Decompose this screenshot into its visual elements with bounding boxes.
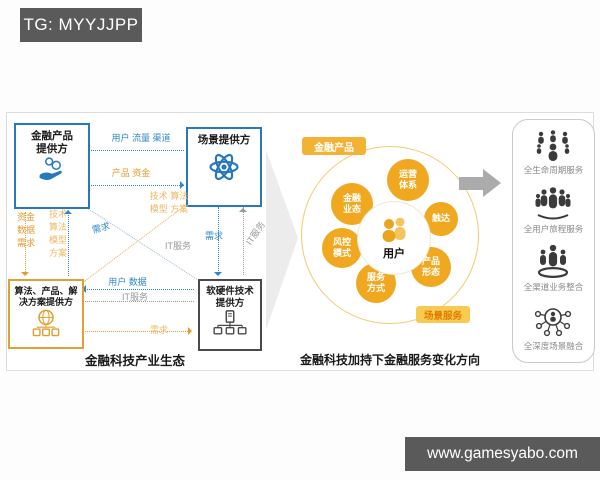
tag-scene-service: 场景服务: [416, 306, 470, 323]
hub-center-label: 用户: [383, 247, 405, 260]
lifecycle-people-icon: [537, 130, 570, 162]
globe-network-icon: [32, 309, 60, 336]
arrowhead-up: [239, 204, 247, 212]
connector-line: [243, 207, 244, 275]
flow-label-demand: 需求: [205, 231, 224, 241]
right-panel-caption: 金融科技加持下金融服务变化方向: [299, 353, 480, 367]
connector-line: [68, 212, 69, 276]
arrowhead-down: [21, 272, 29, 280]
footer-site-bar: www.gamesyabo.com: [405, 437, 600, 471]
diagram-card: [6, 112, 594, 371]
circle-operation-system: 运营 体系: [387, 159, 429, 201]
atom-icon: [209, 154, 239, 181]
channel-integration-people-icon: [538, 245, 569, 279]
connector-line: [82, 301, 194, 302]
transition-arrow-icon: [459, 177, 483, 190]
box-title: 算法、产品、解 决方案提供方: [14, 286, 78, 308]
tag-financial-product: 金融产品: [302, 137, 366, 155]
box-hardware-software-provider: 软硬件技术 提供方: [198, 279, 262, 351]
connector-line: [82, 331, 190, 332]
flow-label-it-service: IT服务: [165, 241, 191, 251]
box-financial-product-provider: 金融产品 提供方: [14, 123, 90, 209]
circle-reach: 触达: [424, 202, 458, 236]
users-icon: [382, 217, 406, 242]
box-title: 软硬件技术 提供方: [206, 286, 254, 309]
flow-label-tech-algo-model-plan: 技术 算法 模型 方案: [149, 191, 189, 215]
services-column: 全生命周期服务 全用户旅程服务: [512, 119, 595, 363]
transition-arrow-head: [483, 169, 501, 197]
flow-label-it-service: IT服务: [122, 292, 148, 302]
hand-coins-icon: [39, 157, 62, 181]
service-item-deep-scene: 全深度场景融合: [523, 304, 584, 352]
flow-label-users-traffic-channel: 用户 流量 渠道: [111, 133, 171, 143]
arrowhead-down: [214, 272, 222, 280]
arrowhead-left: [78, 285, 86, 293]
service-item-lifecycle: 全生命周期服务: [523, 130, 584, 176]
box-scene-provider: 场景提供方: [186, 127, 262, 207]
flow-label-demand: 需求: [150, 325, 169, 335]
circle-risk-control-mode: 风控 模式: [322, 228, 362, 268]
connector-line: [88, 150, 184, 151]
service-item-label: 全生命周期服务: [523, 165, 584, 176]
connector-line: [218, 207, 219, 275]
connector-line: [88, 185, 184, 186]
left-panel-caption: 金融科技产业生态: [84, 354, 185, 368]
service-item-label: 全渠道业务整合: [523, 282, 584, 293]
footer-site-label: www.gamesyabo.com: [427, 445, 578, 462]
flow-label-capital-data-demand: 资金 数据 需求: [16, 212, 35, 249]
server-network-icon: [213, 309, 247, 335]
hub-center-user: 用户: [358, 202, 430, 274]
arrowhead-up: [64, 206, 72, 214]
connector-line: [25, 212, 26, 274]
arrowhead-right: [188, 327, 196, 335]
header-tag: TG: MYYJJPP: [20, 8, 142, 42]
box-algorithm-solution-provider: 算法、产品、解 决方案提供方: [8, 279, 84, 349]
service-item-label: 全用户旅程服务: [523, 223, 584, 234]
service-item-user-journey: 全用户旅程服务: [523, 186, 584, 235]
header-tag-label: TG: MYYJJPP: [23, 15, 139, 34]
divider-arrow-icon: [266, 150, 298, 330]
arrowhead-right: [180, 181, 188, 189]
user-journey-people-icon: [535, 186, 571, 220]
box-title: 场景提供方: [197, 134, 251, 146]
ecosystem-ring: [301, 146, 479, 324]
connector-line: [82, 289, 194, 290]
circle-product-form: 产品 形态: [411, 247, 451, 287]
deep-scene-network-icon: [535, 307, 572, 336]
box-title: 金融产品 提供方: [31, 130, 73, 156]
service-item-channel-integration: 全渠道业务整合: [523, 245, 584, 293]
flow-label-users-data: 用户 数据: [108, 277, 147, 287]
flow-label-product-capital: 产品 资金: [111, 168, 151, 178]
flow-label-tech-algo-model-plan-vertical: 技术 算法 模型 方案: [48, 209, 67, 259]
service-item-label: 全深度场景融合: [523, 340, 584, 351]
